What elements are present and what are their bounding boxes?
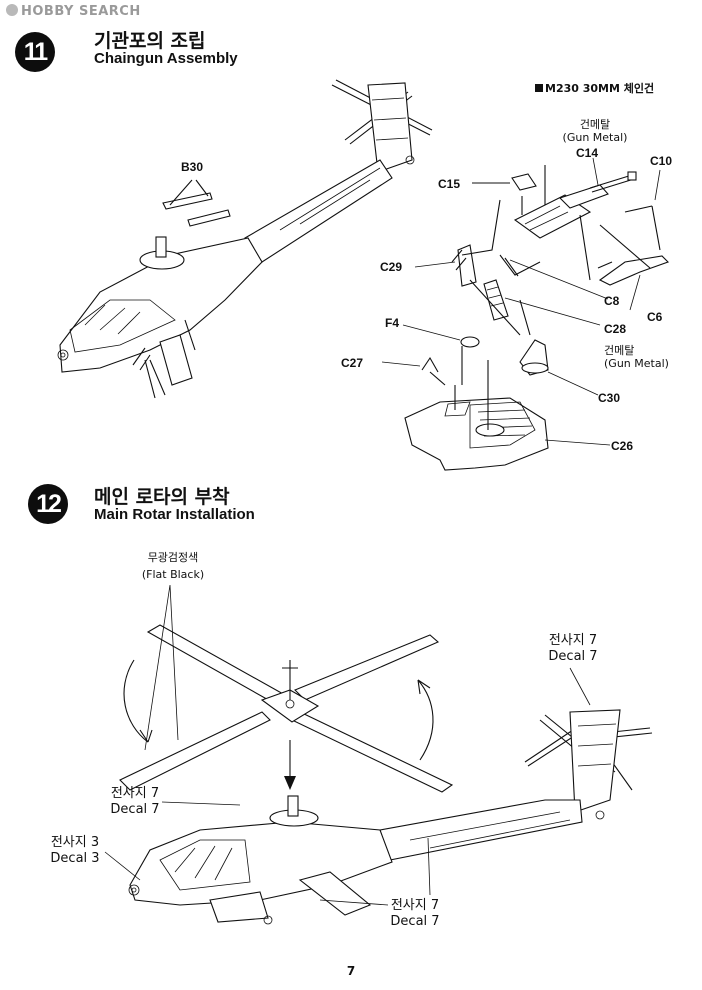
main-rotor-drawing bbox=[119, 584, 454, 793]
helicopter-drawing-2 bbox=[104, 667, 653, 925]
part-label-c10: C10 bbox=[650, 154, 673, 168]
weapon-label: M230 30MM 체인건 bbox=[535, 80, 654, 96]
decal-note-bottom: 전사지 7 Decal 7 bbox=[375, 898, 455, 930]
decal-note-tail: 전사지 7 Decal 7 bbox=[533, 633, 613, 665]
decal-note-top-ko: 전사지 7 bbox=[110, 786, 160, 801]
part-label-c29: C29 bbox=[380, 260, 403, 274]
gunmetal-note-mid: 건메탈 (Gun Metal) bbox=[604, 344, 669, 370]
decal-note-nose-en: Decal 3 bbox=[50, 851, 100, 866]
gunmetal-note-mid-ko: 건메탈 bbox=[604, 344, 635, 357]
chaingun-exploded-drawing bbox=[381, 157, 670, 471]
decal-note-nose-ko: 전사지 3 bbox=[50, 835, 100, 850]
decal-note-nose: 전사지 3 Decal 3 bbox=[35, 835, 115, 867]
part-label-c6: C6 bbox=[647, 310, 663, 324]
decal-note-top-en: Decal 7 bbox=[110, 802, 160, 817]
part-label-c14: C14 bbox=[576, 146, 599, 160]
watermark-logo: HOBBY SEARCH bbox=[6, 4, 141, 19]
decal-note-top: 전사지 7 Decal 7 bbox=[95, 786, 175, 818]
gunmetal-note-top: 건메탈 (Gun Metal) bbox=[560, 118, 630, 144]
part-label-c26: C26 bbox=[611, 439, 634, 453]
part-label-b30: B30 bbox=[181, 160, 204, 174]
logo-mark-icon bbox=[6, 4, 18, 16]
part-label-c27: C27 bbox=[341, 356, 364, 370]
step-12-title-ko: 메인 로타의 부착 bbox=[94, 486, 230, 508]
page-number: 7 bbox=[346, 964, 356, 978]
step-12-number: 12 bbox=[28, 484, 68, 524]
square-bullet-icon bbox=[535, 84, 543, 92]
decal-note-tail-en: Decal 7 bbox=[548, 649, 598, 664]
helicopter-drawing-1 bbox=[57, 79, 433, 399]
step-11-number: 11 bbox=[15, 32, 55, 72]
step-12-title-en: Main Rotar Installation bbox=[94, 506, 255, 523]
decal-note-bottom-ko: 전사지 7 bbox=[390, 898, 440, 913]
decal-note-tail-ko: 전사지 7 bbox=[548, 633, 598, 648]
flat-black-note-ko: 무광검정색 bbox=[147, 551, 199, 564]
decal-note-bottom-en: Decal 7 bbox=[390, 914, 440, 929]
part-label-c30: C30 bbox=[598, 391, 621, 405]
weapon-label-text: M230 30MM 체인건 bbox=[545, 82, 655, 95]
part-label-c28: C28 bbox=[604, 322, 627, 336]
gunmetal-note-mid-en: (Gun Metal) bbox=[604, 357, 669, 370]
part-label-c8: C8 bbox=[604, 294, 620, 308]
gunmetal-note-top-en: (Gun Metal) bbox=[562, 131, 628, 144]
step-11-title-ko: 기관포의 조립 bbox=[94, 30, 206, 52]
watermark-text: HOBBY SEARCH bbox=[21, 4, 141, 19]
part-label-f4: F4 bbox=[385, 316, 400, 330]
part-label-c15: C15 bbox=[438, 177, 461, 191]
flat-black-note-en: (Flat Black) bbox=[141, 568, 205, 581]
flat-black-note: 무광검정색 (Flat Black) bbox=[118, 551, 228, 581]
gunmetal-note-top-ko: 건메탈 bbox=[579, 118, 611, 131]
step-11-title-en: Chaingun Assembly bbox=[94, 50, 238, 67]
